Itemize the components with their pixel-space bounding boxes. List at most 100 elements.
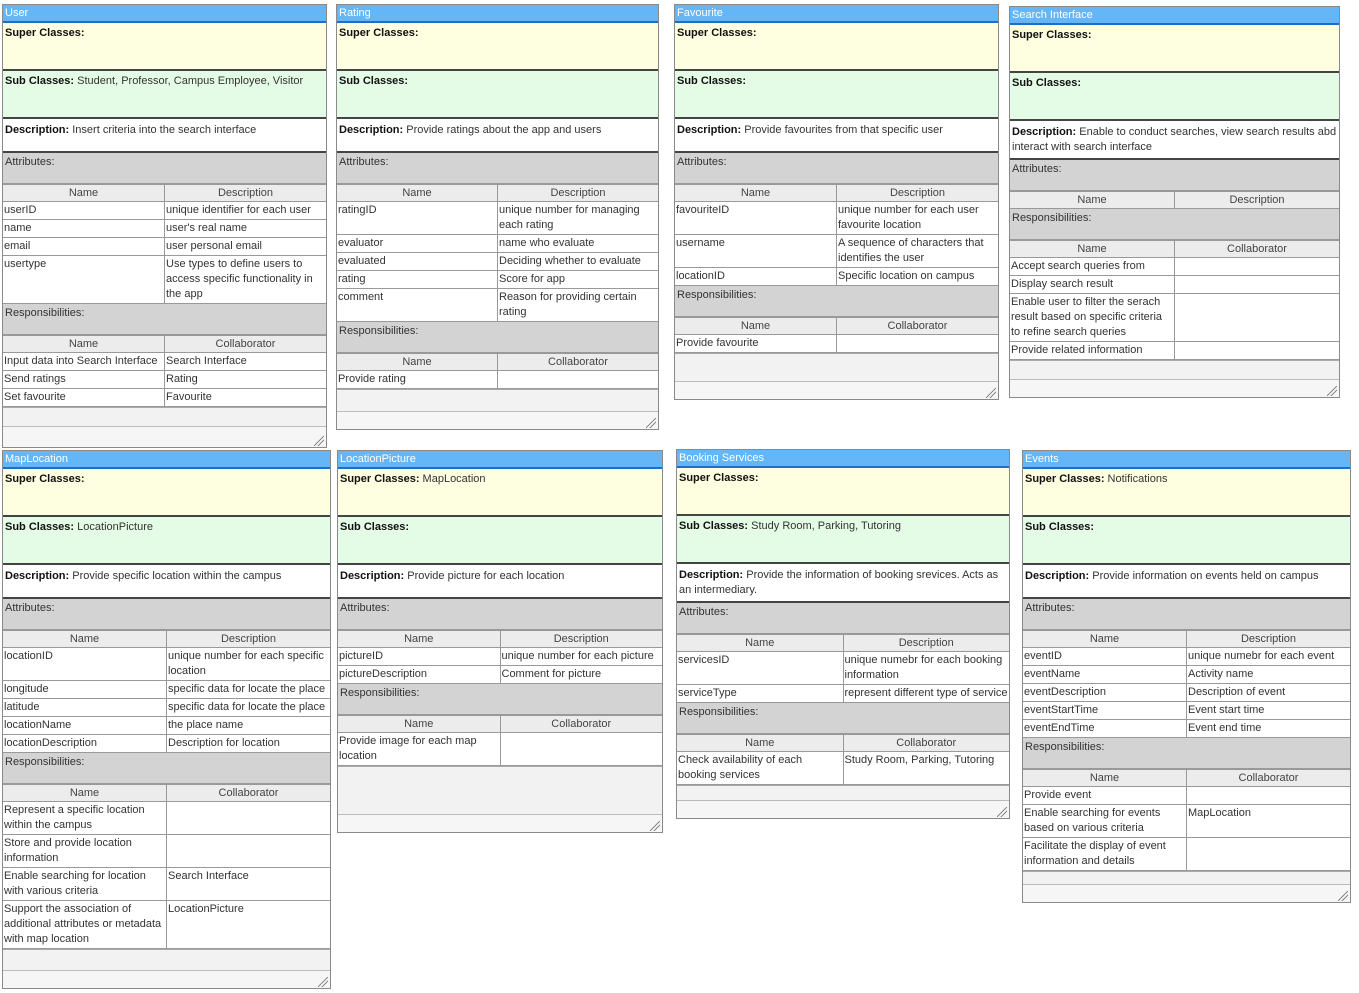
responsibility-row[interactable]: Support the association of additional at… (3, 900, 330, 949)
attribute-description[interactable]: unique numebr for each event (1186, 647, 1350, 666)
resize-handle-icon[interactable] (997, 807, 1007, 817)
card-title[interactable]: User (3, 5, 326, 23)
responsibility-name[interactable]: Facilitate the display of event informat… (1023, 837, 1187, 871)
sub-classes-section[interactable]: Sub Classes: Student, Professor, Campus … (3, 71, 326, 119)
attribute-description[interactable]: unique identifier for each user (164, 201, 326, 220)
card-title[interactable]: Search Interface (1010, 7, 1339, 25)
responsibility-collaborator[interactable]: Favourite (164, 388, 326, 407)
description-section[interactable]: Description: Provide picture for each lo… (338, 565, 662, 599)
description-section[interactable]: Description: Provide information on even… (1023, 565, 1350, 599)
sub-classes-section[interactable]: Sub Classes: (337, 71, 658, 119)
attribute-description[interactable]: user personal email (164, 237, 326, 256)
responsibility-row[interactable]: Represent a specific location within the… (3, 801, 330, 835)
attribute-description[interactable]: unique number for managing each rating (497, 201, 658, 235)
resize-bar[interactable] (3, 426, 326, 447)
attribute-name[interactable]: latitude (3, 698, 167, 717)
responsibility-row[interactable]: Enable user to filter the serach result … (1010, 293, 1339, 342)
responsibility-collaborator[interactable] (497, 370, 658, 389)
attribute-description[interactable]: represent different type of service (843, 684, 1009, 703)
sub-classes-section[interactable]: Sub Classes: Study Room, Parking, Tutori… (677, 516, 1009, 564)
add-row-area[interactable] (1010, 360, 1339, 379)
resize-bar[interactable] (338, 814, 662, 832)
attribute-description[interactable]: user's real name (164, 219, 326, 238)
description-section[interactable]: Description: Enable to conduct searches,… (1010, 121, 1339, 160)
description-section[interactable]: Description: Provide specific location w… (3, 565, 330, 599)
attribute-name[interactable]: usertype (3, 255, 165, 304)
responsibility-row[interactable]: Facilitate the display of event informat… (1023, 837, 1350, 871)
attribute-description[interactable]: name who evaluate (497, 234, 658, 253)
attribute-name[interactable]: comment (337, 288, 498, 322)
attribute-description[interactable]: Event start time (1186, 701, 1350, 720)
attribute-description[interactable]: unique number for each specific location (166, 647, 330, 681)
attribute-name[interactable]: locationID (3, 647, 167, 681)
add-row-area[interactable] (1023, 871, 1350, 884)
responsibility-collaborator[interactable] (1174, 257, 1339, 276)
resize-handle-icon[interactable] (986, 388, 996, 398)
description-section[interactable]: Description: Provide ratings about the a… (337, 119, 658, 153)
responsibility-name[interactable]: Check availability of each booking servi… (677, 751, 844, 785)
responsibility-name[interactable]: Send ratings (3, 370, 165, 389)
responsibility-name[interactable]: Set favourite (3, 388, 165, 407)
attribute-description[interactable]: Reason for providing certain rating (497, 288, 658, 322)
attribute-name[interactable]: eventStartTime (1023, 701, 1187, 720)
super-classes-value[interactable]: MapLocation (422, 473, 486, 485)
responsibility-collaborator[interactable] (1186, 837, 1350, 871)
responsibility-name[interactable]: Input data into Search Interface (3, 352, 165, 371)
responsibility-collaborator[interactable] (1174, 275, 1339, 294)
responsibility-collaborator[interactable]: Search Interface (164, 352, 326, 371)
resize-handle-icon[interactable] (1327, 386, 1337, 396)
attribute-name[interactable]: name (3, 219, 165, 238)
super-classes-section[interactable]: Super Classes: (3, 469, 330, 517)
attribute-name[interactable]: userID (3, 201, 165, 220)
description-value[interactable]: Provide the information of booking srevi… (679, 569, 999, 596)
attribute-description[interactable]: Comment for picture (500, 665, 662, 684)
responsibility-row[interactable]: Store and provide location information (3, 834, 330, 868)
responsibility-row[interactable]: Provide rating (337, 370, 658, 389)
resize-bar[interactable] (337, 411, 658, 429)
responsibility-name[interactable]: Represent a specific location within the… (3, 801, 167, 835)
description-value[interactable]: Insert criteria into the search interfac… (72, 124, 257, 136)
responsibility-name[interactable]: Provide event (1023, 786, 1187, 805)
attribute-name[interactable]: servicesID (677, 651, 844, 685)
responsibility-collaborator[interactable] (1186, 786, 1350, 805)
attribute-description[interactable]: the place name (166, 716, 330, 735)
attribute-name[interactable]: favouriteID (675, 201, 837, 235)
attribute-description[interactable]: A sequence of characters that identifies… (836, 234, 998, 268)
attribute-description[interactable]: unique number for each picture (500, 647, 662, 666)
responsibility-row[interactable]: Check availability of each booking servi… (677, 751, 1009, 785)
add-row-area[interactable] (675, 353, 998, 381)
responsibility-name[interactable]: Enable user to filter the serach result … (1010, 293, 1175, 342)
resize-handle-icon[interactable] (314, 436, 324, 446)
attribute-description[interactable]: specific data for locate the place (166, 698, 330, 717)
responsibility-collaborator[interactable] (500, 732, 662, 766)
attribute-description[interactable]: unique number for each user favourite lo… (836, 201, 998, 235)
super-classes-value[interactable]: Notifications (1107, 473, 1168, 485)
responsibility-collaborator[interactable]: MapLocation (1186, 804, 1350, 838)
description-value[interactable]: Enable to conduct searches, view search … (1012, 126, 1337, 153)
description-value[interactable]: Provide specific location within the cam… (72, 570, 282, 582)
responsibility-name[interactable]: Support the association of additional at… (3, 900, 167, 949)
attribute-description[interactable]: Deciding whether to evaluate (497, 252, 658, 271)
card-title[interactable]: Booking Services (677, 450, 1009, 468)
responsibility-row[interactable]: Display search result (1010, 275, 1339, 294)
sub-classes-section[interactable]: Sub Classes: (1010, 73, 1339, 121)
add-row-area[interactable] (337, 389, 658, 411)
resize-bar[interactable] (3, 970, 330, 988)
